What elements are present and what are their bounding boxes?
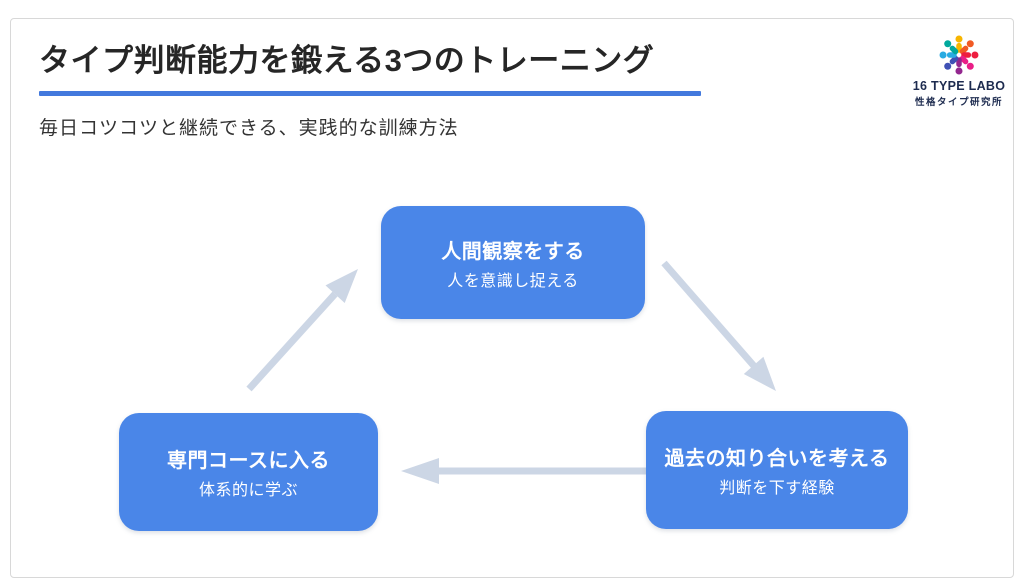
page-title: タイプ判断能力を鍛える3つのトレーニング xyxy=(39,43,655,78)
node-past: 過去の知り合いを考える 判断を下す経験 xyxy=(646,411,908,529)
node-subtitle: 判断を下す経験 xyxy=(719,480,835,497)
node-title: 過去の知り合いを考える xyxy=(664,448,890,470)
node-subtitle: 体系的に学ぶ xyxy=(198,482,298,499)
node-subtitle: 人を意識し捉える xyxy=(447,272,579,290)
logo-caption: 性格タイプ研究所 xyxy=(914,97,1003,108)
logo: 16 TYPE LABO 性格タイプ研究所 xyxy=(904,33,1014,108)
page-subtitle: 毎日コツコツと継続できる、実践的な訓練方法 xyxy=(39,118,459,139)
title-underline xyxy=(39,91,701,96)
cycle-arrows xyxy=(246,260,776,484)
slide-card: タイプ判断能力を鍛える3つのトレーニング 毎日コツコツと継続できる、実践的な訓練… xyxy=(10,18,1014,578)
node-course: 専門コースに入る 体系的に学ぶ xyxy=(119,413,378,531)
node-title: 人間観察をする xyxy=(441,240,585,263)
node-observe: 人間観察をする 人を意識し捉える xyxy=(381,206,645,319)
arrow-past-to-course xyxy=(401,458,649,484)
people-circle-icon xyxy=(939,35,979,75)
arrow-observe-to-past xyxy=(661,260,776,391)
node-title: 専門コースに入る xyxy=(167,450,330,472)
arrow-course-to-observe xyxy=(246,269,358,392)
logo-name: 16 TYPE LABO xyxy=(912,79,1006,93)
